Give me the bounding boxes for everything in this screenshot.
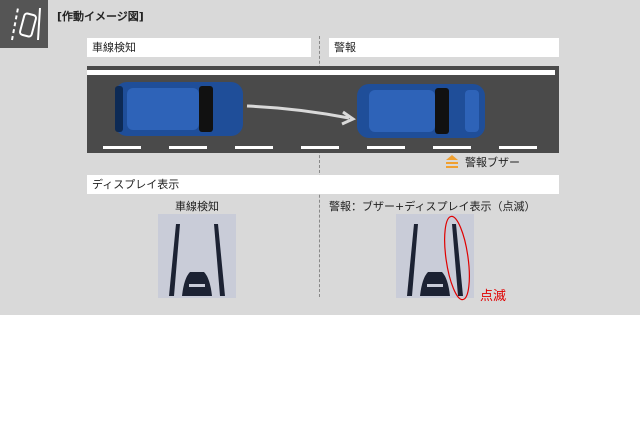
display-lane-detected [158, 214, 236, 298]
car-warning [357, 84, 485, 138]
lane-departure-icon [0, 0, 48, 48]
car-detecting [115, 82, 243, 136]
blink-highlight-ellipse [444, 215, 470, 301]
road-illustration [87, 66, 559, 153]
illustration-panel: [作動イメージ図] 車線検知 警報 [0, 0, 640, 315]
section-divider [319, 36, 320, 297]
left-display-caption: 車線検知 [175, 200, 219, 213]
blink-label: 点滅 [480, 289, 507, 304]
buzzer-label: 警報ブザー [465, 156, 520, 169]
warning-label: 警報 [329, 38, 559, 57]
display-section-label: ディスプレイ表示 [87, 175, 559, 194]
lane-detection-label: 車線検知 [87, 38, 311, 57]
right-display-caption: 警報：ブザー+ディスプレイ表示（点滅） [329, 200, 536, 213]
buzzer-icon [446, 155, 458, 168]
figure-caption: [作動イメージ図] [57, 10, 144, 23]
warning-buzzer: 警報ブザー [444, 154, 520, 170]
